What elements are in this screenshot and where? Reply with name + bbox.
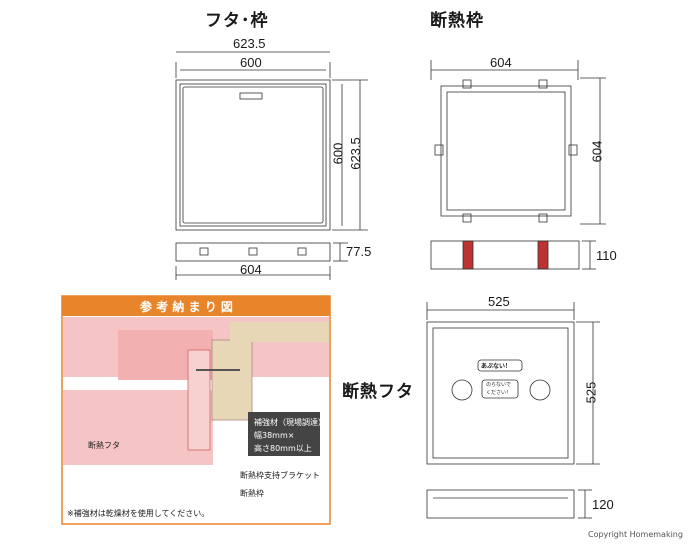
dim-lid-side-width: 604 (240, 262, 262, 277)
insulation-frame-outer (440, 85, 572, 217)
insulation-lid-side (426, 489, 575, 519)
frame-rib-left (462, 240, 474, 270)
dim-frame-width: 604 (490, 55, 512, 70)
lid-panel (182, 86, 324, 224)
dim-lid2-height: 525 (583, 381, 599, 404)
reference-header: 参 考 納 ま り 図 (140, 300, 233, 314)
notice-line2: ください！ (486, 390, 512, 396)
lid-inner-frame (179, 83, 327, 227)
insulation-frame-side (430, 240, 580, 270)
dim-lid-outer-height: 623.5 (347, 137, 363, 170)
dim-frame-height: 604 (589, 140, 605, 163)
label-bracket: 断熱枠支持ブラケット (240, 471, 320, 480)
copyright: Copyright Homemaking (588, 530, 683, 539)
label-insulation-lid: 断熱フタ (88, 441, 120, 450)
lid-handle (239, 92, 263, 100)
dim-lid-inner-width: 600 (240, 55, 262, 70)
danger-label: あぶない！ (481, 363, 512, 370)
reinforcement-line2: 幅38mm× (254, 431, 295, 440)
notice-plate (481, 379, 519, 399)
dim-frame-side-height: 110 (596, 248, 617, 263)
dim-lid-side-height: 77.5 (346, 244, 372, 259)
reinforcement-line1: 補強材（現場調達） (254, 418, 326, 427)
dim-lid-outer-width: 623.5 (233, 36, 266, 51)
insulation-lid-inner (432, 327, 569, 459)
reference-diagram (61, 295, 331, 525)
lid-side-view (175, 242, 331, 262)
lid-outer-frame (175, 79, 331, 231)
insulation-lid-title: 断熱フタ (342, 382, 414, 402)
reinforcement-line3: 高さ80mm以上 (254, 444, 312, 453)
lid-frame-title: フタ･枠 (205, 11, 269, 31)
dim-lid-inner-height: 600 (330, 142, 346, 165)
frame-rib-right (537, 240, 549, 270)
footnote: ※補強材は乾燥材を使用してください。 (67, 509, 210, 518)
dim-lid2-width: 525 (488, 294, 510, 309)
notice-line1: のらないで (486, 382, 511, 388)
insulation-frame-inner (446, 91, 566, 211)
insulation-lid-outer (426, 321, 575, 465)
label-insulation-frame: 断熱枠 (240, 489, 264, 498)
dim-lid2-side-height: 120 (592, 497, 614, 512)
insulation-frame-title: 断熱枠 (430, 11, 484, 31)
danger-plate (477, 359, 523, 372)
